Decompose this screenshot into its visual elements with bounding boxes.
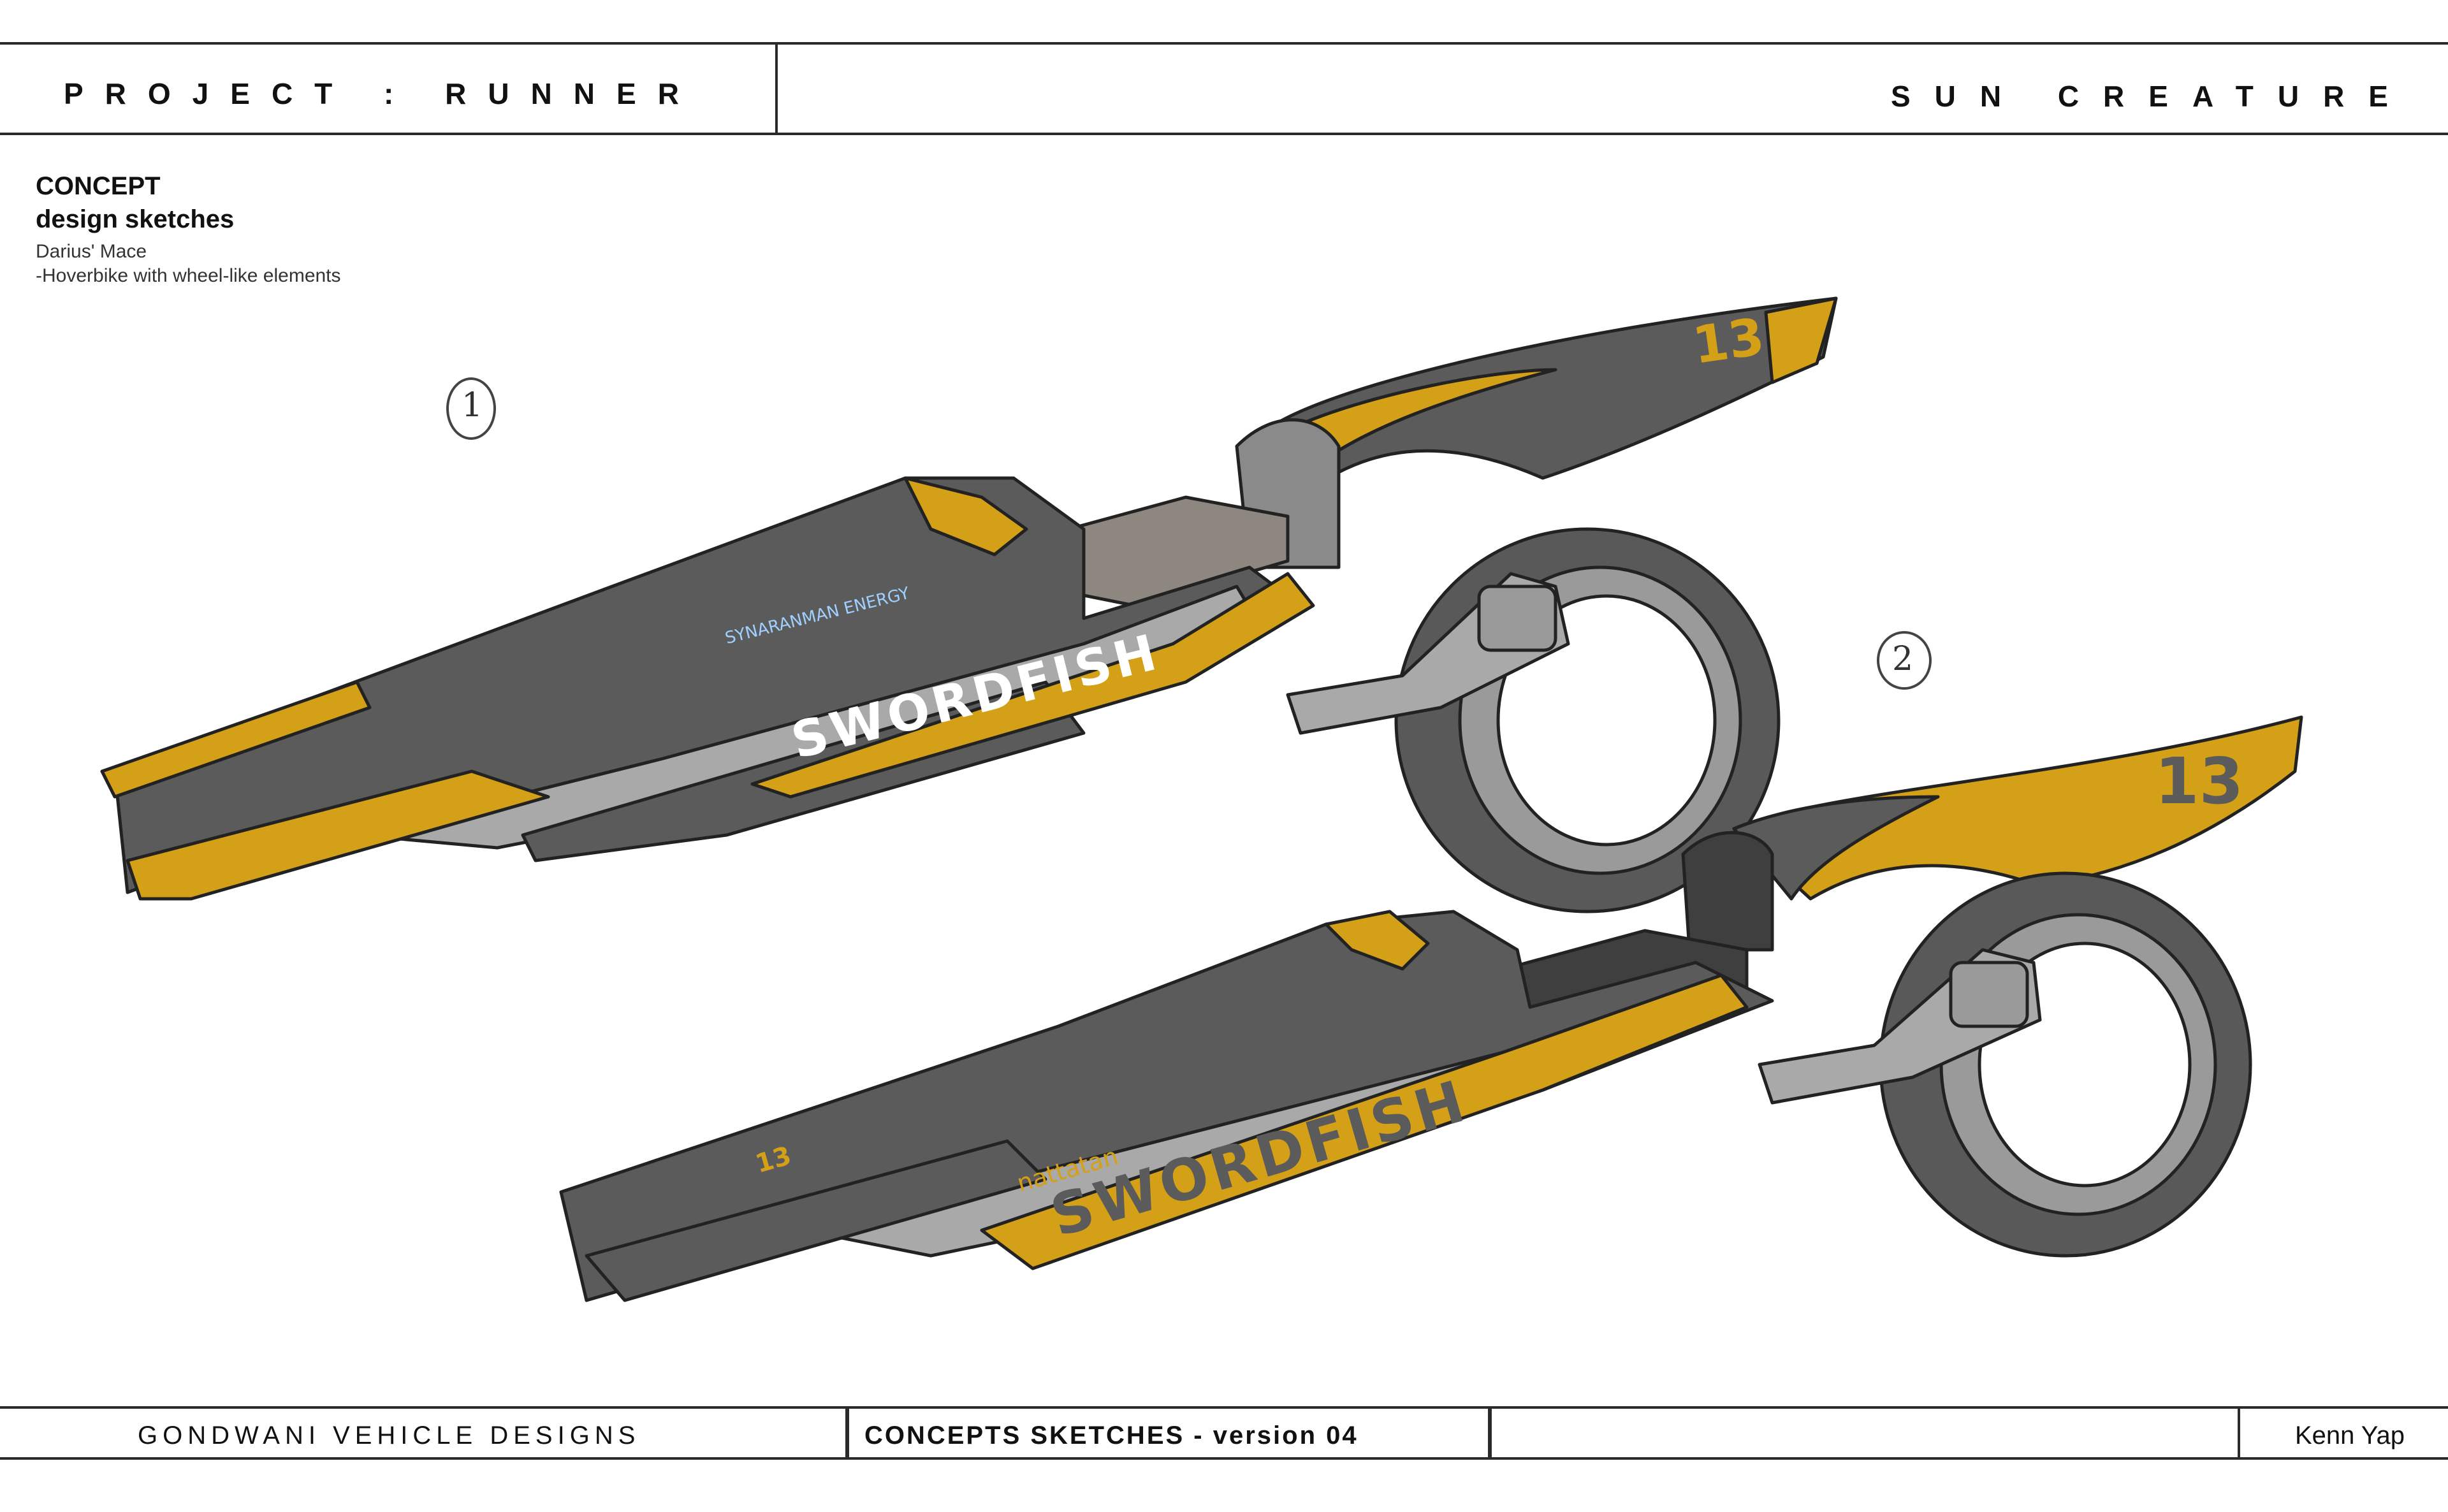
yellow-side-stripe xyxy=(980,973,1749,1270)
concept-notes: CONCEPT design sketches Darius' Mace -Ho… xyxy=(36,170,341,288)
sketch-number-label: 2 xyxy=(1892,640,1914,678)
yellow-side-stripe xyxy=(750,572,1315,799)
fender-shadow xyxy=(1732,795,1940,901)
yellow-tank-accent xyxy=(1324,910,1430,971)
rear-wheel-hole xyxy=(1496,594,1717,847)
hub-housing xyxy=(1477,585,1557,652)
notes-title: CONCEPT xyxy=(36,172,161,200)
project-title: PROJECT : RUNNER xyxy=(64,77,701,110)
hoverbike-sketch-1: SWORDFISH SYNARANMAN ENERGY nattatan 13 xyxy=(100,296,1838,913)
footer-top-rule xyxy=(0,1406,2448,1409)
footer-divider-3 xyxy=(2238,1409,2240,1457)
fender-number: 13 xyxy=(2155,744,2243,818)
footer-company: GONDWANI VEHICLE DESIGNS xyxy=(138,1421,641,1450)
fender-tip xyxy=(1764,296,1838,384)
yellow-blade-lower xyxy=(126,769,550,901)
hoverbike-sketch-2: SWORDFISH nattatan 13 13 xyxy=(559,715,2303,1302)
notes-subtitle: design sketches xyxy=(36,205,235,233)
footer-bottom-rule xyxy=(0,1457,2448,1460)
rear-fender xyxy=(1732,715,2303,901)
yellow-blade-upper xyxy=(100,680,372,799)
header-divider xyxy=(775,42,778,135)
item-name: Darius' Mace xyxy=(36,241,147,262)
footer-version: CONCEPTS SKETCHES - version 04 xyxy=(864,1421,1359,1450)
footer-divider-1 xyxy=(845,1409,849,1457)
yellow-tank-accent xyxy=(903,476,1028,556)
seat-back xyxy=(1681,831,1774,952)
sketch-number-ring xyxy=(1877,631,1932,690)
sketch-number-label: 1 xyxy=(462,386,483,425)
header-top-rule xyxy=(0,42,2448,45)
lower-blade xyxy=(585,1139,1047,1302)
fender-number: 13 xyxy=(1689,307,1768,375)
footer-divider-2 xyxy=(1488,1409,1492,1457)
studio-name: SUN CREATURE xyxy=(1890,80,2412,113)
header-bottom-rule xyxy=(0,133,2448,135)
sketch-number-ring xyxy=(446,377,496,440)
footer-artist: Kenn Yap xyxy=(2294,1421,2405,1450)
hub-housing xyxy=(1949,961,2029,1028)
item-description: -Hoverbike with wheel-like elements xyxy=(36,265,341,286)
rear-fender xyxy=(1279,296,1838,499)
fender-stripe xyxy=(1292,368,1557,480)
